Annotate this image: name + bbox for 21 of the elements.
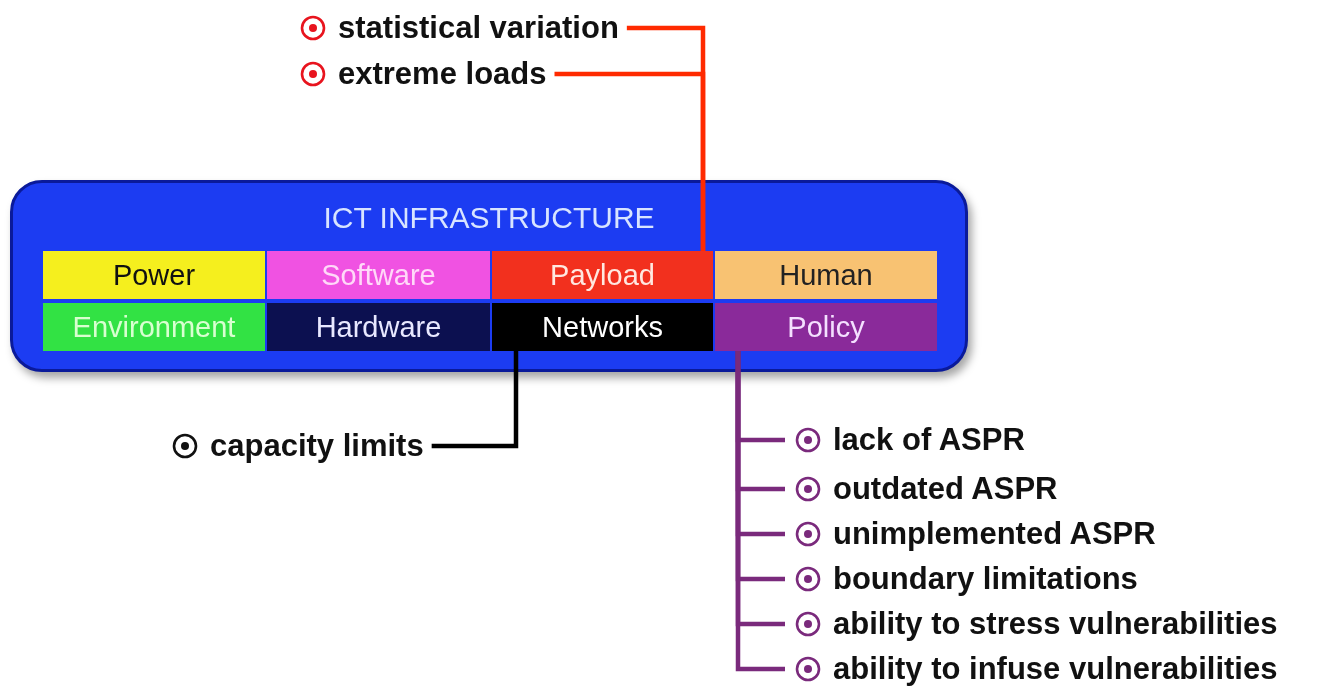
category-cell: Software: [267, 251, 490, 299]
category-cell: Human: [715, 251, 937, 299]
category-cell: Networks: [492, 303, 713, 351]
category-cell: Environment: [43, 303, 265, 351]
bullet-text: outdated ASPR: [833, 471, 1058, 507]
category-cell: Power: [43, 251, 265, 299]
category-cell: Payload: [492, 251, 713, 299]
bullet-text: ability to infuse vulnerabilities: [833, 651, 1278, 687]
leader-line: [554, 71, 706, 251]
category-cell: Policy: [715, 303, 937, 351]
category-cell: Hardware: [267, 303, 490, 351]
bullet-text: extreme loads: [338, 56, 547, 92]
bullet-text: ability to stress vulnerabilities: [833, 606, 1278, 642]
bullet-text: unimplemented ASPR: [833, 516, 1156, 552]
leader-line: [431, 351, 519, 449]
bullet-text: boundary limitations: [833, 561, 1138, 597]
infrastructure-panel: [10, 180, 968, 372]
bullet-text: capacity limits: [210, 428, 424, 464]
bullet-text: statistical variation: [338, 10, 619, 46]
bullet-text: lack of ASPR: [833, 422, 1025, 458]
panel-title: ICT INFRASTRUCTURE: [322, 201, 656, 235]
